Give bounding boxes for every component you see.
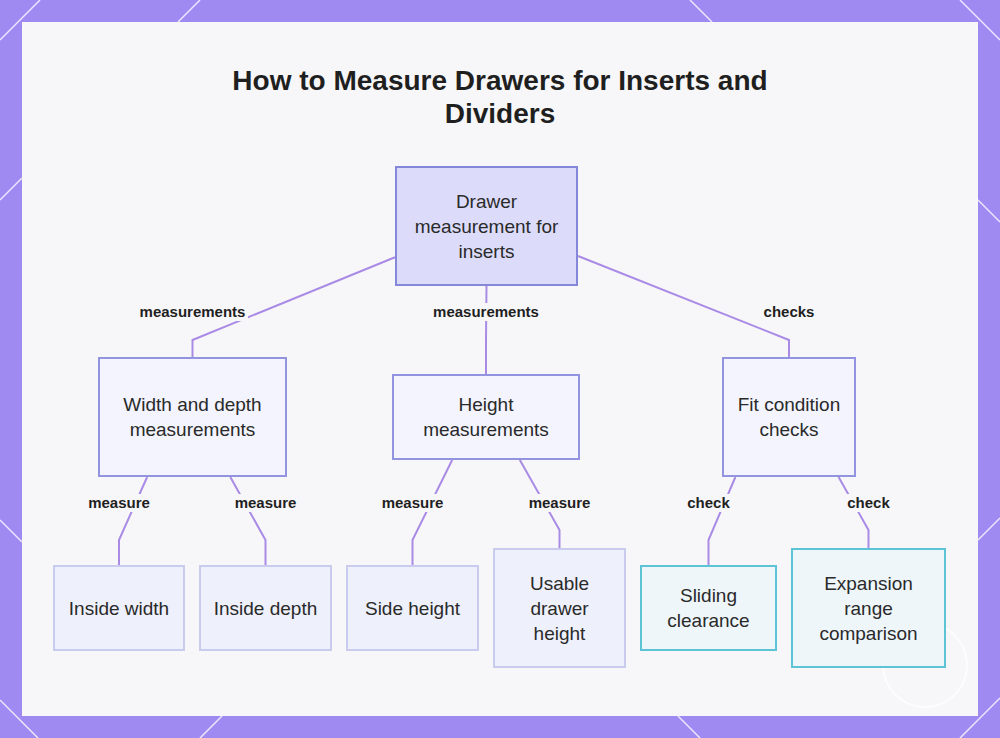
node-label: Height measurements xyxy=(402,392,570,442)
connector-line xyxy=(230,477,265,565)
connector-line xyxy=(709,477,736,565)
node-label: Sliding clearance xyxy=(650,583,767,633)
check-box: Sliding clearance xyxy=(640,565,777,651)
edge-label: measure xyxy=(379,494,447,512)
node-label: Width and depth measurements xyxy=(108,392,277,442)
check-box: Expansion range comparison xyxy=(791,548,946,668)
edge-label: measure xyxy=(526,494,594,512)
edge-label: measurements xyxy=(137,303,249,321)
node-label: Side height xyxy=(365,596,460,621)
node-label: Usable drawer height xyxy=(503,571,616,646)
node-label: Inside width xyxy=(69,596,169,621)
node-label: Drawer measurement for inserts xyxy=(405,189,568,264)
diagram-title: How to Measure Drawers for Inserts and D… xyxy=(225,64,775,130)
edge-label: measurements xyxy=(430,303,542,321)
node-label: Inside depth xyxy=(214,596,318,621)
process-box: Usable drawer height xyxy=(493,548,626,668)
process-box: Height measurements xyxy=(392,374,580,460)
connector-line xyxy=(485,286,488,374)
edge-label: check xyxy=(844,494,893,512)
node-label: Fit condition checks xyxy=(732,392,846,442)
process-box: Inside depth xyxy=(199,565,332,651)
node-label: Expansion range comparison xyxy=(801,571,936,646)
process-box: Drawer measurement for inserts xyxy=(395,166,578,286)
edge-label: measure xyxy=(85,494,153,512)
connector-line xyxy=(413,460,453,565)
process-box: Inside width xyxy=(53,565,185,651)
process-box: Fit condition checks xyxy=(722,357,856,477)
connector-line xyxy=(578,256,789,357)
process-box: Width and depth measurements xyxy=(98,357,287,477)
process-box: Side height xyxy=(346,565,479,651)
edge-label: checks xyxy=(761,303,818,321)
connector-line xyxy=(839,477,869,548)
edge-label: check xyxy=(684,494,733,512)
edge-label: measure xyxy=(232,494,300,512)
connector-line xyxy=(119,477,147,565)
